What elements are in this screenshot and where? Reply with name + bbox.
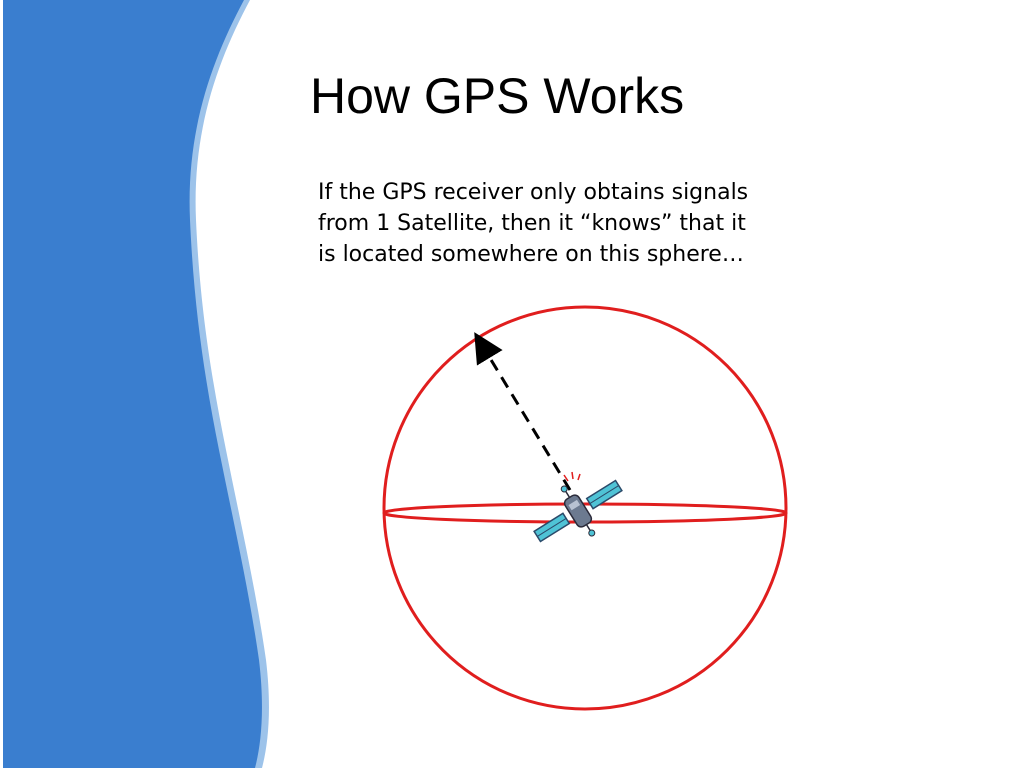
body-line-2: from 1 Satellite, then it “knows” that i… — [318, 211, 746, 236]
slide-title: How GPS Works — [310, 68, 685, 124]
slide-left-border — [0, 0, 3, 768]
side-wave-decoration — [0, 0, 269, 768]
side-wave-main-band — [0, 0, 262, 768]
sphere-outline — [382, 305, 788, 711]
satellite-signal-marks — [563, 471, 581, 482]
body-line-1: If the GPS receiver only obtains signals — [318, 180, 749, 205]
slide-body-text: If the GPS receiver only obtains signals… — [318, 177, 858, 270]
satellite-icon — [533, 479, 623, 543]
body-line-3: is located somewhere on this sphere… — [318, 242, 744, 267]
gps-sphere-diagram — [382, 305, 788, 711]
dashed-radius-arrow — [474, 332, 572, 491]
